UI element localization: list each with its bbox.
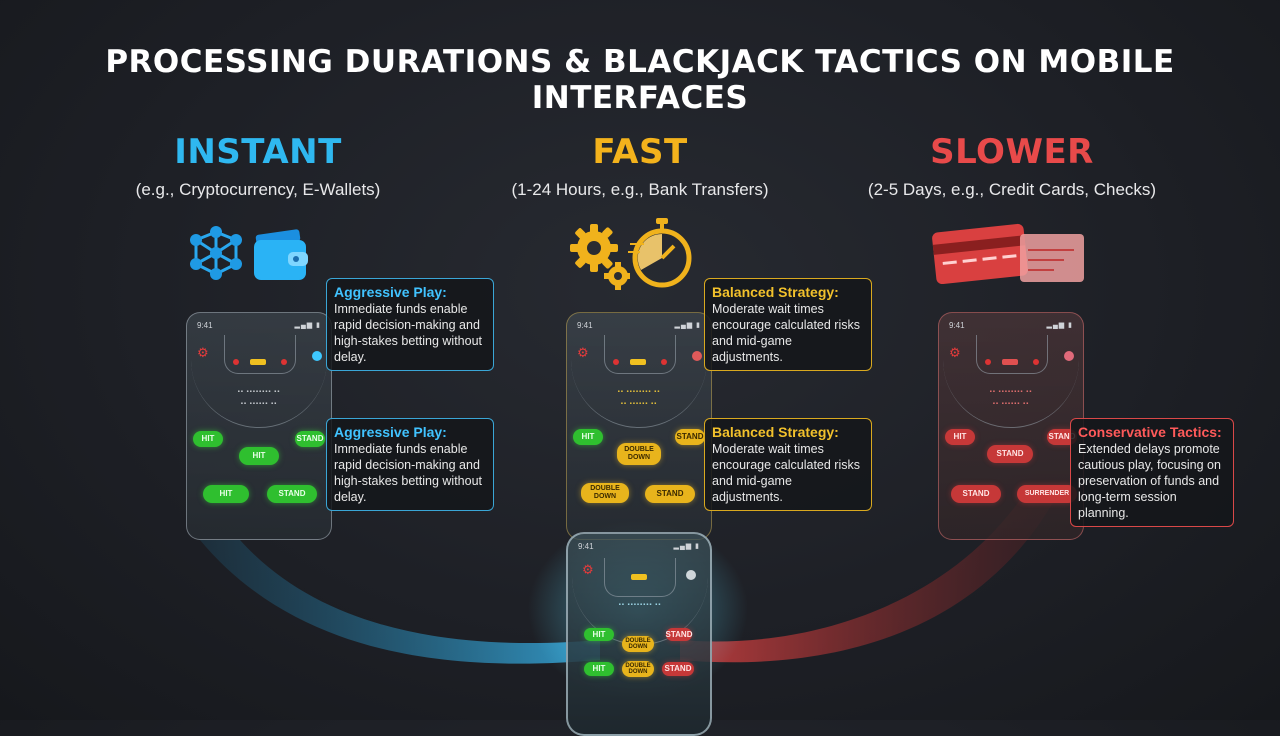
check-icon [1020, 234, 1084, 282]
table-marking: ▪▪ ▪▪▪▪▪▪▪▪ ▪▪ [618, 602, 662, 608]
surrender-button[interactable]: SURRENDER [1017, 485, 1077, 503]
table-arc [943, 357, 1079, 428]
table-marking: ▪▪ ▪▪▪▪▪▪ ▪▪ [240, 401, 278, 407]
stand-button[interactable]: STAND [987, 445, 1033, 463]
column-slower-title: SLOWER [930, 132, 1094, 172]
callout-slower-1: Conservative Tactics: Extended delays pr… [1070, 418, 1234, 527]
callout-title: Balanced Strategy: [712, 284, 839, 300]
hit-button[interactable]: HIT [584, 628, 614, 641]
stopwatch-icon [628, 218, 692, 288]
signal-icon: ▂▄▆ ▮ [673, 543, 700, 550]
column-fast-subtitle: (1-24 Hours, e.g., Bank Transfers) [511, 180, 769, 199]
column-instant-title: INSTANT [174, 132, 342, 172]
callout-instant-2: Aggressive Play: Immediate funds enable … [326, 418, 494, 511]
wallet-icon [254, 229, 308, 280]
callout-text: Immediate funds enable rapid decision-ma… [334, 302, 483, 364]
table-marking: ▪▪ ▪▪▪▪▪▪▪▪ ▪▪ [617, 389, 661, 395]
callout-title: Aggressive Play: [334, 424, 447, 440]
phone-instant: 9:41 ▂▄▆ ▮ ⚙ ▪▪ ▪▪▪▪▪▪▪▪ ▪▪ ▪▪ ▪▪▪▪▪▪ ▪▪… [186, 312, 332, 540]
column-instant-subtitle: (e.g., Cryptocurrency, E-Wallets) [135, 180, 381, 199]
double-down-button[interactable]: DOUBLE DOWN [617, 443, 661, 465]
credit-card-icon [932, 223, 1028, 284]
settings-gear-icon[interactable]: ⚙ [949, 345, 961, 360]
column-slower-subtitle: (2-5 Days, e.g., Credit Cards, Checks) [867, 180, 1157, 199]
column-fast-header: FAST (1-24 Hours, e.g., Bank Transfers) [440, 132, 840, 200]
phone-time: 9:41 [949, 321, 965, 330]
callout-fast-1: Balanced Strategy: Moderate wait times e… [704, 278, 872, 371]
settings-gear-icon[interactable]: ⚙ [582, 562, 594, 577]
phone-time: 9:41 [197, 321, 213, 330]
phone-time: 9:41 [578, 542, 594, 551]
gears-icon [570, 224, 630, 290]
column-instant-header: INSTANT (e.g., Cryptocurrency, E-Wallets… [58, 132, 458, 200]
stand-button[interactable]: STAND [645, 485, 695, 503]
callout-instant-1: Aggressive Play: Immediate funds enable … [326, 278, 494, 371]
hit-button[interactable]: HIT [573, 429, 603, 445]
table-marking: ▪▪ ▪▪▪▪▪▪ ▪▪ [992, 401, 1030, 407]
hit-button[interactable]: HIT [239, 447, 279, 465]
status-dot-icon [1064, 351, 1074, 361]
signal-icon: ▂▄▆ ▮ [1046, 322, 1073, 329]
callout-text: Immediate funds enable rapid decision-ma… [334, 442, 483, 504]
hit-button[interactable]: HIT [193, 431, 223, 447]
stand-button[interactable]: STAND [951, 485, 1001, 503]
status-dot-icon [692, 351, 702, 361]
callout-title: Balanced Strategy: [712, 424, 839, 440]
hit-button[interactable]: HIT [203, 485, 249, 503]
callout-title: Aggressive Play: [334, 284, 447, 300]
stand-button[interactable]: STAND [295, 431, 325, 447]
table-arc [571, 357, 707, 428]
phone-time: 9:41 [577, 321, 593, 330]
stand-button[interactable]: STAND [662, 662, 694, 676]
network-icon [190, 226, 242, 280]
column-fast-title: FAST [592, 132, 688, 172]
phone-center: 9:41 ▂▄▆ ▮ ⚙ ▪▪ ▪▪▪▪▪▪▪▪ ▪▪ HIT DOUBLE D… [566, 532, 712, 736]
signal-icon: ▂▄▆ ▮ [294, 322, 321, 329]
table-marking: ▪▪ ▪▪▪▪▪▪▪▪ ▪▪ [989, 389, 1033, 395]
table-arc [191, 357, 327, 428]
stand-button[interactable]: STAND [1047, 429, 1077, 445]
settings-gear-icon[interactable]: ⚙ [197, 345, 209, 360]
status-dot-icon [312, 351, 322, 361]
callout-text: Moderate wait times encourage calculated… [712, 302, 860, 364]
double-down-button[interactable]: DOUBLE DOWN [581, 483, 629, 503]
callout-text: Moderate wait times encourage calculated… [712, 442, 860, 504]
callout-text: Extended delays promote cautious play, f… [1078, 442, 1221, 520]
stand-button[interactable]: STAND [267, 485, 317, 503]
callout-title: Conservative Tactics: [1078, 424, 1222, 440]
stand-button[interactable]: STAND [666, 628, 692, 641]
phone-fast: 9:41 ▂▄▆ ▮ ⚙ ▪▪ ▪▪▪▪▪▪▪▪ ▪▪ ▪▪ ▪▪▪▪▪▪ ▪▪… [566, 312, 712, 540]
phone-slower: 9:41 ▂▄▆ ▮ ⚙ ▪▪ ▪▪▪▪▪▪▪▪ ▪▪ ▪▪ ▪▪▪▪▪▪ ▪▪… [938, 312, 1084, 540]
hit-button[interactable]: HIT [945, 429, 975, 445]
callout-fast-2: Balanced Strategy: Moderate wait times e… [704, 418, 872, 511]
double-down-button[interactable]: DOUBLE DOWN [622, 636, 654, 652]
column-slower-header: SLOWER (2-5 Days, e.g., Credit Cards, Ch… [812, 132, 1212, 200]
signal-icon: ▂▄▆ ▮ [674, 322, 701, 329]
table-marking: ▪▪ ▪▪▪▪▪▪ ▪▪ [620, 401, 658, 407]
double-down-button[interactable]: DOUBLE DOWN [622, 661, 654, 677]
table-marking: ▪▪ ▪▪▪▪▪▪▪▪ ▪▪ [237, 389, 281, 395]
stand-button[interactable]: STAND [675, 429, 705, 445]
settings-gear-icon[interactable]: ⚙ [577, 345, 589, 360]
hit-button[interactable]: HIT [584, 662, 614, 676]
page-title: PROCESSING DURATIONS & BLACKJACK TACTICS… [105, 44, 1175, 116]
